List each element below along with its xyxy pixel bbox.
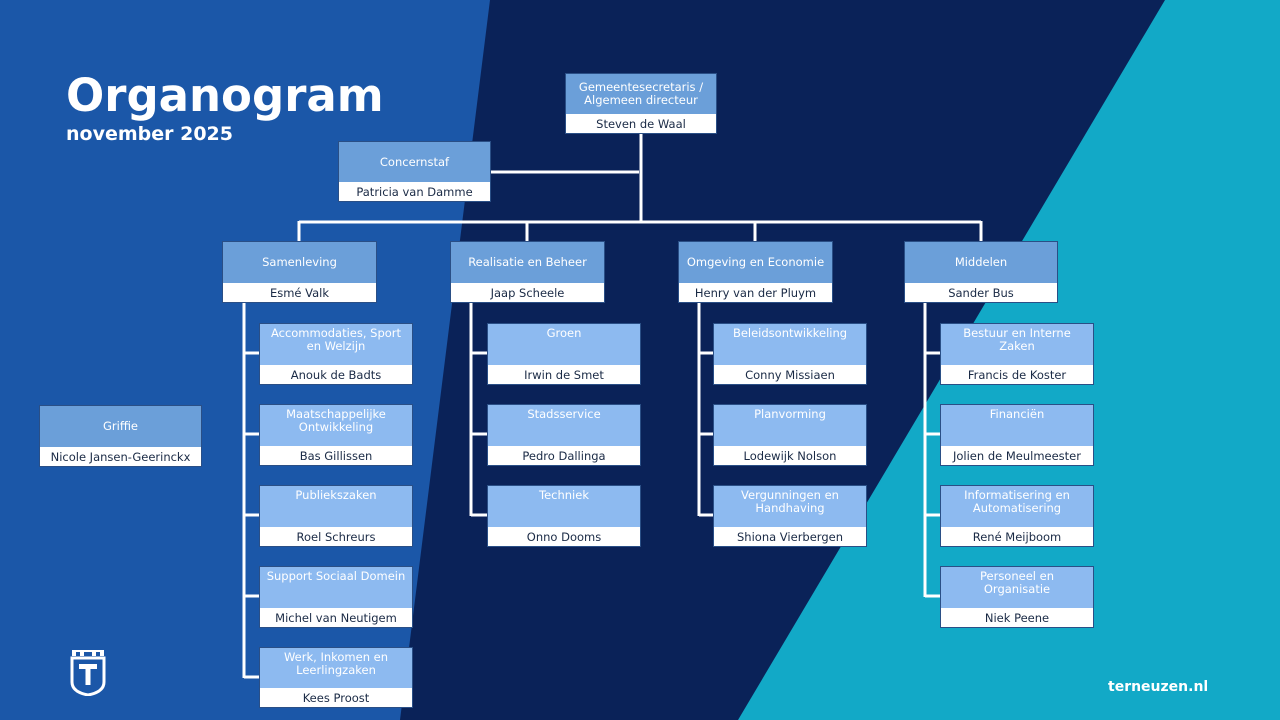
org-box-team: Beleidsontwikkeling Conny Missiaen [713,323,867,385]
terneuzen-logo-icon [70,650,106,696]
org-box-name: Shiona Vierbergen [714,527,866,546]
org-box-name: Jaap Scheele [451,283,604,302]
org-box-name: Niek Peene [941,608,1093,627]
org-box-title: Support Sociaal Domein [260,567,412,608]
org-box-title: Griffie [40,406,201,447]
org-box-name: Patricia van Damme [339,182,490,201]
org-box-name: Henry van der Pluym [679,283,832,302]
org-box-title: Publiekszaken [260,486,412,527]
org-box-title: Samenleving [223,242,376,283]
org-box-team: Publiekszaken Roel Schreurs [259,485,413,547]
org-box-team: Financiën Jolien de Meulmeester [940,404,1094,466]
org-box-concernstaf: Concernstaf Patricia van Damme [338,141,491,202]
org-box-team: Werk, Inkomen en Leerlingzaken Kees Proo… [259,647,413,708]
org-box-title: Gemeentesecretaris / Algemeen directeur [566,74,716,114]
org-box-domain-samenleving: Samenleving Esmé Valk [222,241,377,303]
org-box-name: Lodewijk Nolson [714,446,866,465]
org-box-team: Informatisering en Automatisering René M… [940,485,1094,547]
org-box-name: René Meijboom [941,527,1093,546]
org-box-team: Planvorming Lodewijk Nolson [713,404,867,466]
page-subtitle: november 2025 [66,123,234,145]
org-box-name: Nicole Jansen-Geerinckx [40,447,201,466]
org-box-title: Realisatie en Beheer [451,242,604,283]
org-box-team: Bestuur en Interne Zaken Francis de Kost… [940,323,1094,385]
org-box-title: Werk, Inkomen en Leerlingzaken [260,648,412,688]
org-box-title: Accommodaties, Sport en Welzijn [260,324,412,365]
org-box-name: Kees Proost [260,688,412,707]
org-box-title: Bestuur en Interne Zaken [941,324,1093,365]
org-box-title: Informatisering en Automatisering [941,486,1093,527]
org-box-team: Techniek Onno Dooms [487,485,641,547]
org-box-team: Vergunningen en Handhaving Shiona Vierbe… [713,485,867,547]
org-box-team: Personeel en Organisatie Niek Peene [940,566,1094,628]
org-box-title: Omgeving en Economie [679,242,832,283]
org-box-name: Francis de Koster [941,365,1093,384]
org-box-team: Support Sociaal Domein Michel van Neutig… [259,566,413,628]
org-box-name: Conny Missiaen [714,365,866,384]
org-box-team: Accommodaties, Sport en Welzijn Anouk de… [259,323,413,385]
org-box-name: Bas Gillissen [260,446,412,465]
page-title: Organogram [66,69,384,122]
org-box-title: Middelen [905,242,1057,283]
website-link[interactable]: terneuzen.nl [1108,679,1209,695]
org-box-title: Financiën [941,405,1093,446]
org-box-name: Esmé Valk [223,283,376,302]
org-box-griffie: Griffie Nicole Jansen-Geerinckx [39,405,202,467]
org-box-team: Stadsservice Pedro Dallinga [487,404,641,466]
org-box-title: Groen [488,324,640,365]
org-box-title: Vergunningen en Handhaving [714,486,866,527]
org-box-title: Concernstaf [339,142,490,182]
org-box-domain-middelen: Middelen Sander Bus [904,241,1058,303]
org-box-name: Onno Dooms [488,527,640,546]
org-box-title: Beleidsontwikkeling [714,324,866,365]
org-box-name: Roel Schreurs [260,527,412,546]
org-box-name: Pedro Dallinga [488,446,640,465]
org-box-domain-omgeving: Omgeving en Economie Henry van der Pluym [678,241,833,303]
org-box-title: Techniek [488,486,640,527]
org-box-team: Groen Irwin de Smet [487,323,641,385]
org-box-title: Stadsservice [488,405,640,446]
org-box-name: Irwin de Smet [488,365,640,384]
org-box-name: Michel van Neutigem [260,608,412,627]
org-box-name: Anouk de Badts [260,365,412,384]
org-box-domain-realisatie: Realisatie en Beheer Jaap Scheele [450,241,605,303]
org-box-top: Gemeentesecretaris / Algemeen directeur … [565,73,717,134]
org-box-team: Maatschappelijke Ontwikkeling Bas Gillis… [259,404,413,466]
org-box-title: Planvorming [714,405,866,446]
org-box-title: Maatschappelijke Ontwikkeling [260,405,412,446]
org-box-name: Jolien de Meulmeester [941,446,1093,465]
org-box-name: Steven de Waal [566,114,716,133]
org-box-title: Personeel en Organisatie [941,567,1093,608]
org-box-name: Sander Bus [905,283,1057,302]
